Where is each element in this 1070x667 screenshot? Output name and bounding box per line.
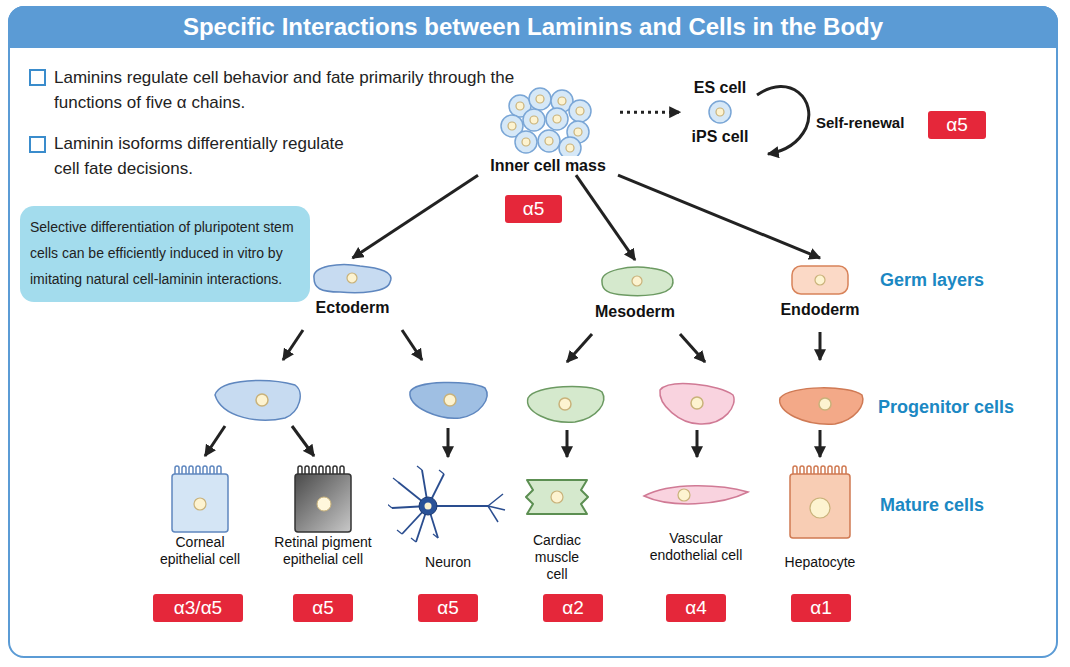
cell-illustration (775, 462, 865, 554)
badge-text: α5 (437, 597, 459, 619)
lineage-arrow (353, 175, 479, 258)
laminin-badge: α5 (505, 195, 562, 223)
bullet-text: Laminin isoforms differentially regulate… (54, 132, 344, 181)
badge-text: α3/α5 (174, 597, 222, 619)
mature-cell: Hepatocyte (775, 462, 865, 571)
cell-illustration (478, 86, 618, 156)
self-renewal-loop (757, 87, 809, 154)
title-bar: Specific Interactions between Laminins a… (8, 6, 1058, 48)
cell-label: Inner cell mass (490, 156, 606, 175)
row-heading: Mature cells (880, 495, 984, 516)
cell-illustration (640, 462, 752, 530)
mature-cell: Vascular endothelial cell (640, 462, 752, 564)
cell-label: Ectoderm (316, 298, 390, 317)
callout-box: Selective differentiation of pluripotent… (20, 206, 310, 302)
badge-text: α2 (562, 597, 584, 619)
checkbox-icon (30, 137, 45, 152)
laminin-badge: α4 (666, 594, 726, 622)
checkbox-icon (30, 70, 45, 85)
laminin-badge: α1 (791, 594, 851, 622)
germ-layer-cell: Mesoderm (580, 260, 690, 321)
badge-text: α1 (810, 597, 832, 619)
laminin-badge: α5 (293, 594, 353, 622)
badge-text: α5 (523, 198, 545, 220)
cell-label: Retinal pigment epithelial cell (268, 534, 378, 568)
cell-label: ES cell (694, 78, 746, 97)
badge-text: α5 (312, 597, 334, 619)
row-heading: Germ layers (880, 270, 984, 291)
callout-text: Selective differentiation of pluripotent… (30, 215, 300, 293)
row-heading: Progenitor cells (878, 397, 1014, 418)
laminin-badge: α5 (928, 111, 986, 139)
cell-label: Endoderm (780, 300, 859, 319)
cell-illustration (770, 258, 870, 300)
progenitor-cells (215, 381, 863, 425)
cell-illustration (512, 462, 602, 532)
germ-layer-cell: Endoderm (770, 258, 870, 319)
cell-cluster: Inner cell mass (478, 86, 618, 175)
laminin-badge: α5 (418, 594, 478, 622)
lineage-arrows (205, 330, 820, 457)
cell-illustration (155, 462, 245, 534)
cell-label: Vascular endothelial cell (649, 530, 744, 564)
laminin-badge: α2 (543, 594, 603, 622)
cell-label: Mesoderm (595, 302, 675, 321)
badge-text: α5 (946, 114, 968, 136)
mature-cell: Retinal pigment epithelial cell (268, 462, 378, 568)
cell-label: Corneal epithelial cell (155, 534, 245, 568)
cell-label: iPS cell (692, 127, 749, 146)
lineage-arrow (618, 175, 820, 258)
cell-label: Hepatocyte (785, 554, 856, 571)
cell-illustration (268, 462, 378, 534)
badge-text: α4 (685, 597, 707, 619)
stem-cell: ES cell iPS cell (680, 78, 760, 146)
process-label: Self-renewal (816, 114, 904, 131)
cell-label: Cardiac muscle cell (526, 532, 588, 582)
title-text: Specific Interactions between Laminins a… (183, 13, 883, 41)
cell-illustration (388, 462, 508, 554)
mature-cell: Neuron (388, 462, 508, 571)
bullet-text: Laminins regulate cell behavior and fate… (54, 66, 524, 115)
mature-cell: Corneal epithelial cell (155, 462, 245, 568)
cell-illustration (580, 260, 690, 302)
dotted-arrow (620, 111, 680, 114)
laminin-badge: α3/α5 (153, 594, 243, 622)
mature-cell: Cardiac muscle cell (512, 462, 602, 582)
cell-illustration (300, 258, 405, 298)
cell-label: Neuron (425, 554, 471, 571)
cell-illustration (680, 97, 760, 127)
lineage-arrow (576, 175, 635, 260)
germ-layer-cell: Ectoderm (300, 258, 405, 317)
